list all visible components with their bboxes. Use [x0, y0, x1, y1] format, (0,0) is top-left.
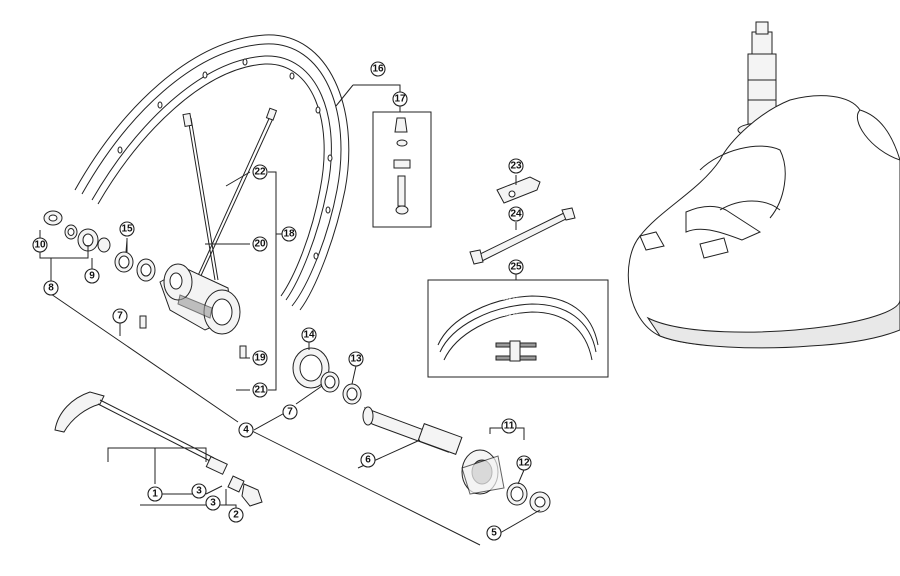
svg-text:17: 17	[394, 94, 406, 105]
callout-3a: 3	[191, 483, 207, 499]
decal-text-bottom: DURA-ACE	[500, 312, 521, 317]
callout-20: 20	[252, 236, 268, 252]
callout-4: 4	[238, 422, 254, 438]
callout-23: 23	[508, 158, 524, 174]
spoke-nipples	[139, 315, 247, 359]
svg-text:22: 22	[254, 167, 266, 178]
callout-24: 24	[508, 206, 524, 222]
svg-text:3: 3	[210, 498, 216, 509]
callout-16: 16	[370, 61, 386, 77]
svg-text:14: 14	[303, 330, 315, 341]
decal-text-top: DURA-ACE	[500, 296, 521, 301]
callout-11: 11	[501, 418, 517, 434]
svg-text:7: 7	[117, 311, 123, 322]
wheel-rim	[74, 34, 350, 311]
callout-18: 18	[281, 226, 297, 242]
right-side-parts	[292, 347, 551, 513]
svg-text:9: 9	[89, 271, 95, 282]
tubular-tire-section	[627, 21, 900, 349]
hub-body	[159, 263, 241, 335]
callout-22: 22	[252, 164, 268, 180]
callout-3b: 3	[205, 495, 221, 511]
callout-1: 1	[147, 486, 163, 502]
callout-12: 12	[516, 455, 532, 471]
valve-parts-box	[372, 111, 432, 228]
callouts: 1 2 3 3 4 5 6 7 7 8 9 10 11 12 13 14 15 …	[32, 61, 532, 541]
callout-7a: 7	[112, 308, 128, 324]
svg-text:21: 21	[254, 385, 266, 396]
svg-text:11: 11	[504, 421, 515, 432]
decal-set-box: DURA-ACE DURA-ACE	[427, 279, 609, 378]
tool-23	[496, 176, 541, 204]
svg-text:6: 6	[365, 455, 371, 466]
left-bearing-parts	[43, 210, 156, 282]
svg-text:1: 1	[152, 489, 158, 500]
tool-24-spoke-wrench	[469, 207, 576, 265]
svg-text:7: 7	[287, 407, 293, 418]
svg-text:24: 24	[510, 209, 522, 220]
svg-text:4: 4	[243, 425, 249, 436]
svg-text:2: 2	[233, 510, 239, 521]
callout-19: 19	[252, 350, 268, 366]
svg-text:10: 10	[34, 240, 46, 251]
svg-text:23: 23	[510, 161, 522, 172]
svg-text:5: 5	[491, 528, 497, 539]
svg-text:12: 12	[518, 458, 530, 469]
svg-text:3: 3	[196, 486, 202, 497]
svg-text:19: 19	[254, 353, 266, 364]
callout-5: 5	[486, 525, 502, 541]
callout-13: 13	[348, 351, 364, 367]
callout-17: 17	[392, 91, 408, 107]
svg-text:15: 15	[121, 224, 133, 235]
callout-14: 14	[301, 327, 317, 343]
spoke-holes	[117, 58, 333, 260]
callout-9: 9	[84, 268, 100, 284]
callout-8: 8	[43, 280, 59, 296]
svg-text:8: 8	[48, 283, 54, 294]
quick-release	[54, 391, 263, 507]
spokes	[182, 107, 278, 281]
callout-7b: 7	[282, 404, 298, 420]
svg-text:18: 18	[283, 229, 295, 240]
svg-text:16: 16	[372, 64, 384, 75]
callout-15: 15	[119, 221, 135, 237]
svg-text:13: 13	[350, 354, 362, 365]
callout-2: 2	[228, 507, 244, 523]
callout-6: 6	[360, 452, 376, 468]
callout-21: 21	[252, 382, 268, 398]
svg-text:25: 25	[510, 262, 522, 273]
callout-25: 25	[508, 259, 524, 275]
callout-10: 10	[32, 237, 48, 253]
svg-text:20: 20	[254, 239, 266, 250]
